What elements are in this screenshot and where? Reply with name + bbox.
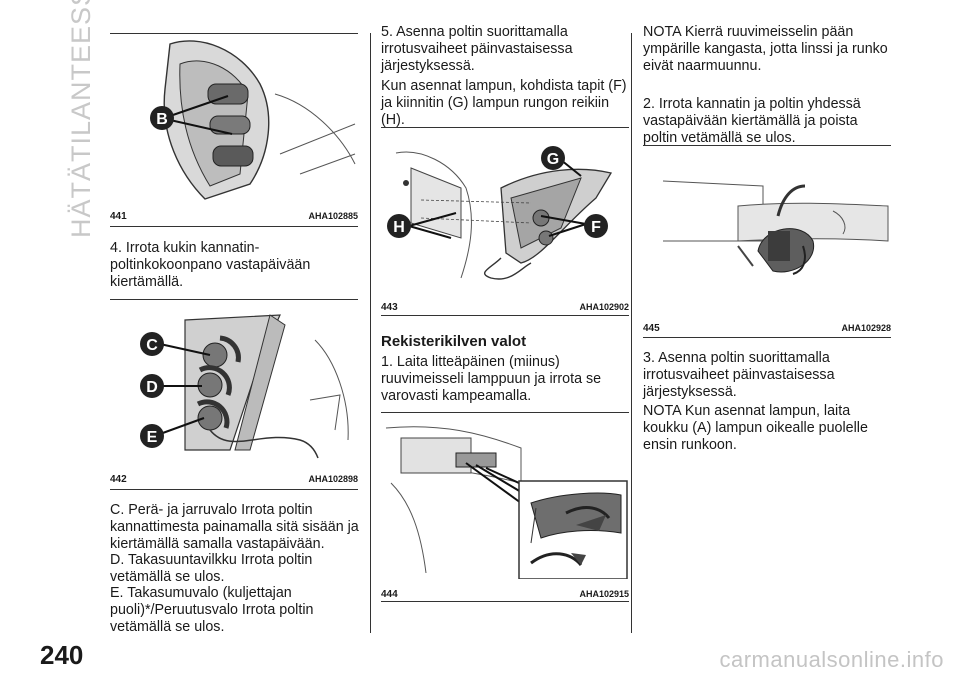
item-e-text: E. Takasumuvalo (kuljettajan puoli)*/Per… <box>110 585 314 635</box>
figure-number: 444 <box>381 589 398 600</box>
item-c-text: C. Perä- ja jarruvalo Irrota poltin kann… <box>110 502 359 552</box>
figure-top-rule <box>110 299 358 300</box>
figure-443: G H F 443 AHA102902 <box>381 127 629 316</box>
section-side-title: HÄTÄTILANTEESSA <box>28 0 96 240</box>
callout-c-label: C <box>146 337 158 354</box>
callout-f-label: F <box>591 219 601 236</box>
step-4-text: 4. Irrota kukin kannatin-poltinkokoonpan… <box>110 240 311 290</box>
figure-bottom-rule <box>110 489 358 490</box>
note-hook-text: NOTA Kun asennat lampun, laita koukku (A… <box>643 403 868 453</box>
figure-number: 445 <box>643 323 660 334</box>
plate-step-2-text: 2. Irrota kannatin ja poltin yhdessä vas… <box>643 96 861 146</box>
figure-444: 444 AHA102915 <box>381 412 629 602</box>
figure-number: 442 <box>110 474 127 485</box>
figure-bottom-rule <box>381 315 629 316</box>
column-divider-2 <box>631 33 632 633</box>
figure-code: AHA102915 <box>579 589 629 599</box>
figure-code: AHA102885 <box>308 211 358 221</box>
figure-top-rule <box>381 412 629 413</box>
figure-442: C D E 442 AHA102898 <box>110 299 358 490</box>
install-note-text: Kun asennat lampun, kohdista tapit (F) j… <box>381 78 627 128</box>
callout-d: D <box>140 374 164 398</box>
plate-step-1-text: 1. Laita litteäpäinen (miinus) ruuvimeis… <box>381 354 602 404</box>
taillight-housing-illustration: B <box>150 40 356 200</box>
site-watermark: carmanualsonline.info <box>719 647 944 672</box>
step-5-text: 5. Asenna poltin suorittamalla irrotusva… <box>381 24 573 74</box>
callout-b: B <box>150 106 174 130</box>
section-heading: Rekisterikilven valot <box>381 333 527 350</box>
callout-d-label: D <box>146 379 158 396</box>
callout-f: F <box>584 214 608 238</box>
section-title-text: HÄTÄTILANTEESSA <box>66 0 96 238</box>
callout-g: G <box>541 146 565 170</box>
figure-code: AHA102898 <box>308 474 358 484</box>
note-cloth-text: NOTA Kierrä ruuvimeisselin pään ympärill… <box>643 24 888 74</box>
figure-445: 445 AHA102928 <box>643 145 891 338</box>
callout-g-label: G <box>547 151 559 168</box>
figure-number: 441 <box>110 211 127 222</box>
figure-bottom-rule <box>110 226 358 227</box>
callout-c: C <box>140 332 164 356</box>
callout-h-label: H <box>393 219 405 236</box>
figure-code: AHA102902 <box>579 302 629 312</box>
callout-e: E <box>140 424 164 448</box>
callout-h: H <box>387 214 411 238</box>
figure-top-rule <box>381 127 629 128</box>
callout-e-label: E <box>147 429 158 446</box>
figure-441: B 441 AHA102885 <box>110 33 358 227</box>
figure-bottom-rule <box>381 601 629 602</box>
callout-b-label: B <box>156 111 168 128</box>
lamp-alignment-illustration: G H F <box>387 146 613 280</box>
figure-top-rule <box>110 33 358 34</box>
column-divider-1 <box>370 33 371 633</box>
plate-light-removal-illustration <box>385 426 628 579</box>
item-d-text: D. Takasuuntavilkku Irrota poltin vetämä… <box>110 552 313 585</box>
bulb-holder-twist-illustration <box>662 180 889 275</box>
figure-top-rule <box>643 145 891 146</box>
figure-bottom-rule <box>643 337 891 338</box>
figure-number: 443 <box>381 302 398 313</box>
figure-code: AHA102928 <box>841 323 891 333</box>
page-number: 240 <box>40 640 84 670</box>
bulb-holders-illustration: C D E <box>140 314 349 459</box>
plate-step-3-text: 3. Asenna poltin suorittamalla irrotusva… <box>643 350 835 400</box>
